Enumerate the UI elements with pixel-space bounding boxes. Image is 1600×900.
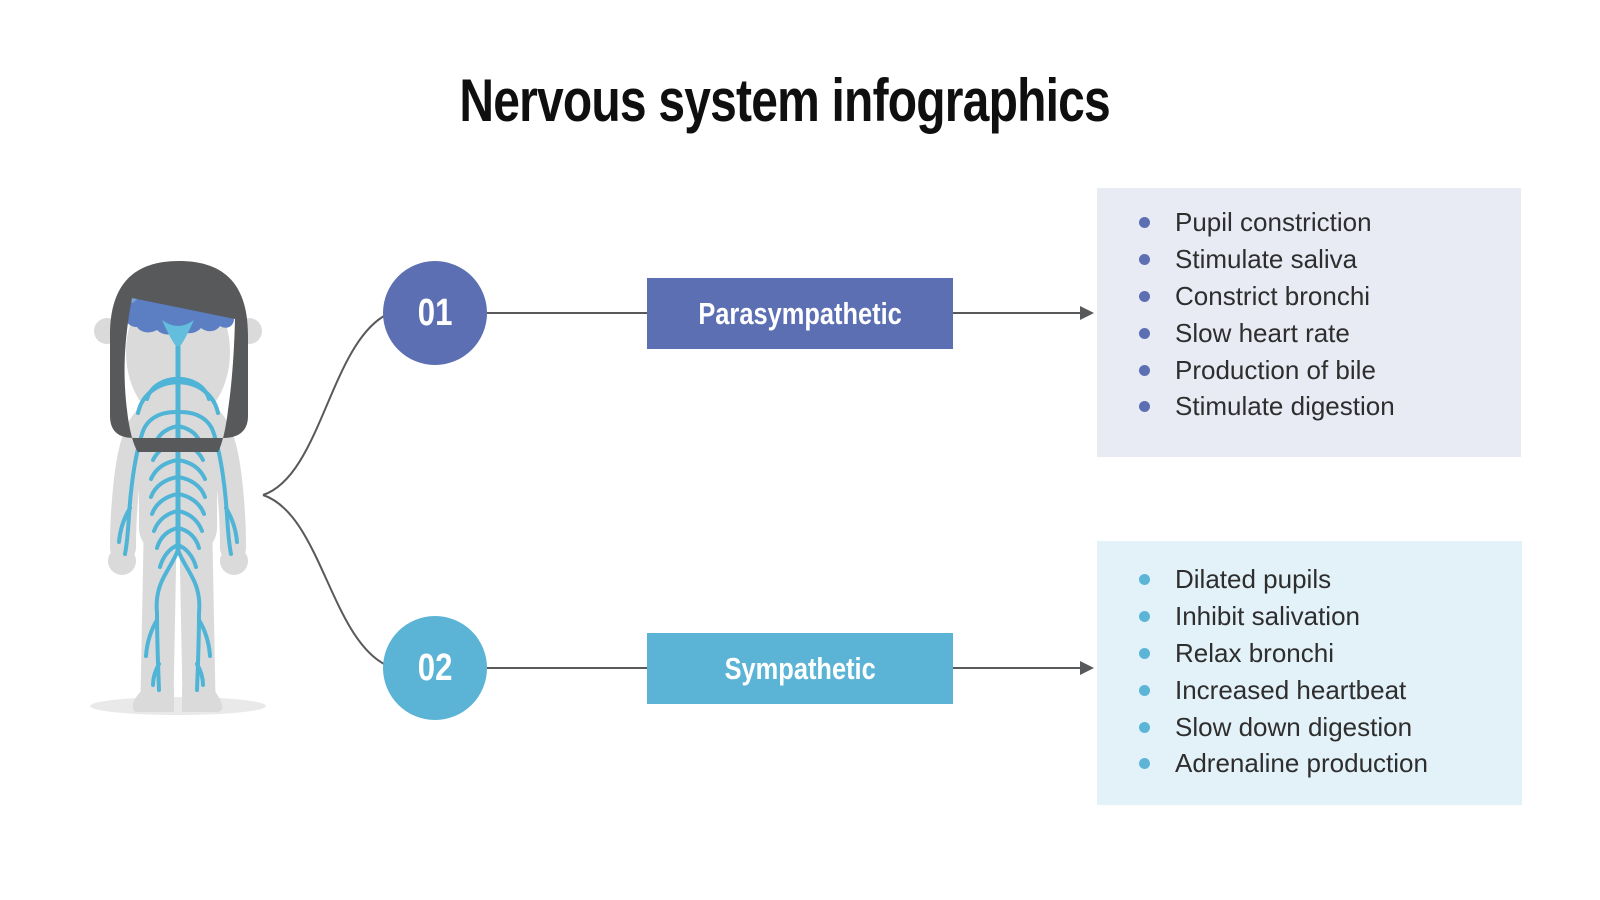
step-number: 01	[417, 291, 453, 334]
brain	[122, 283, 234, 335]
arrowhead-icon	[1080, 661, 1094, 675]
parasympathetic-effects-panel: Pupil constriction Stimulate saliva Cons…	[1097, 188, 1521, 457]
list-item: Slow down digestion	[1139, 709, 1522, 746]
bullet-icon	[1139, 684, 1150, 696]
face	[126, 280, 230, 424]
sympathetic-label-box: Sympathetic	[647, 633, 953, 704]
list-item-text: Increased heartbeat	[1175, 674, 1407, 705]
list-item-text: Relax bronchi	[1175, 637, 1334, 668]
arrowhead-icon	[1080, 306, 1094, 320]
page-title-text: Nervous system infographics	[459, 67, 1111, 134]
bullet-icon	[1139, 610, 1150, 622]
bullet-icon	[1139, 573, 1150, 585]
parasympathetic-number-badge: 01	[383, 261, 487, 365]
bullet-icon	[1139, 647, 1150, 659]
list-item-text: Slow heart rate	[1175, 317, 1350, 348]
bullet-icon	[1139, 290, 1150, 302]
ear-right	[236, 318, 262, 344]
list-item-text: Stimulate digestion	[1175, 391, 1395, 422]
list-item: Adrenaline production	[1139, 745, 1522, 782]
sympathetic-effects-panel: Dilated pupils Inhibit salivation Relax …	[1097, 541, 1522, 805]
list-item-text: Stimulate saliva	[1175, 243, 1358, 274]
brain-stem	[162, 320, 194, 346]
list-item-text: Slow down digestion	[1175, 711, 1413, 742]
nervous-system-lines	[117, 339, 239, 692]
list-item-text: Production of bile	[1175, 354, 1376, 385]
branch-label: Parasympathetic	[698, 295, 902, 331]
sympathetic-number-badge: 02	[383, 616, 487, 720]
parasympathetic-effects-list: Pupil constriction Stimulate saliva Cons…	[1097, 204, 1521, 425]
list-item-text: Adrenaline production	[1175, 748, 1428, 779]
bullet-icon	[1139, 364, 1150, 376]
bullet-icon	[1139, 253, 1150, 265]
step-number: 02	[417, 646, 453, 689]
human-figure-illustration	[90, 261, 266, 715]
list-item-text: Pupil constriction	[1175, 206, 1372, 237]
branch-label: Sympathetic	[724, 650, 876, 686]
list-item: Stimulate saliva	[1139, 241, 1521, 278]
bullet-icon	[1139, 327, 1150, 339]
branch-curve-lower	[262, 494, 385, 665]
list-item: Pupil constriction	[1139, 204, 1521, 241]
list-item: Constrict bronchi	[1139, 278, 1521, 315]
sympathetic-effects-list: Dilated pupils Inhibit salivation Relax …	[1097, 561, 1522, 782]
bullet-icon	[1139, 758, 1150, 770]
list-item-text: Constrict bronchi	[1175, 280, 1371, 311]
list-item: Stimulate digestion	[1139, 388, 1521, 425]
list-item: Slow heart rate	[1139, 315, 1521, 352]
bullet-icon	[1139, 401, 1150, 413]
bullet-icon	[1139, 721, 1150, 733]
page-title: Nervous system infographics	[0, 66, 1570, 135]
floor-shadow	[90, 697, 266, 715]
parasympathetic-label-box: Parasympathetic	[647, 278, 953, 349]
ear-left	[94, 318, 120, 344]
list-item: Inhibit salivation	[1139, 598, 1522, 635]
branch-curve-upper	[262, 315, 385, 496]
list-item: Production of bile	[1139, 352, 1521, 389]
list-item-text: Inhibit salivation	[1175, 600, 1360, 631]
list-item-text: Dilated pupils	[1175, 563, 1332, 594]
list-item: Dilated pupils	[1139, 561, 1522, 598]
hair	[110, 261, 248, 452]
body-silhouette	[108, 396, 248, 712]
bullet-icon	[1139, 216, 1150, 228]
list-item: Relax bronchi	[1139, 635, 1522, 672]
list-item: Increased heartbeat	[1139, 672, 1522, 709]
